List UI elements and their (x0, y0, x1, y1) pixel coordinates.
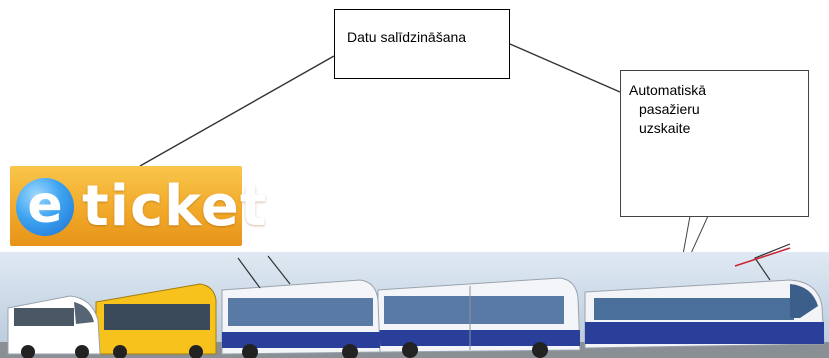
yellow-bus-image (95, 283, 217, 358)
connector-comparison-to-counting (509, 43, 621, 93)
eticket-logo: e ticket (10, 166, 267, 246)
tram-image (584, 243, 825, 349)
eticket-e-letter: e (16, 178, 74, 236)
passenger-counting-callout: Automatiskā pasažieru uzskaite (620, 70, 809, 217)
connector-eticket-to-comparison (139, 55, 335, 167)
articulated-bus-image (377, 277, 581, 358)
minibus-image (7, 295, 101, 358)
callout-line-2: pasažieru (639, 101, 700, 117)
trolleybus-image (221, 255, 381, 358)
callout-line-1: Automatiskā (629, 82, 707, 98)
data-comparison-label: Datu salīdzināšana (347, 29, 467, 45)
callout-line-3: uzskaite (639, 120, 691, 136)
eticket-wordmark: ticket (82, 174, 268, 239)
data-comparison-box: Datu salīdzināšana (334, 9, 510, 79)
